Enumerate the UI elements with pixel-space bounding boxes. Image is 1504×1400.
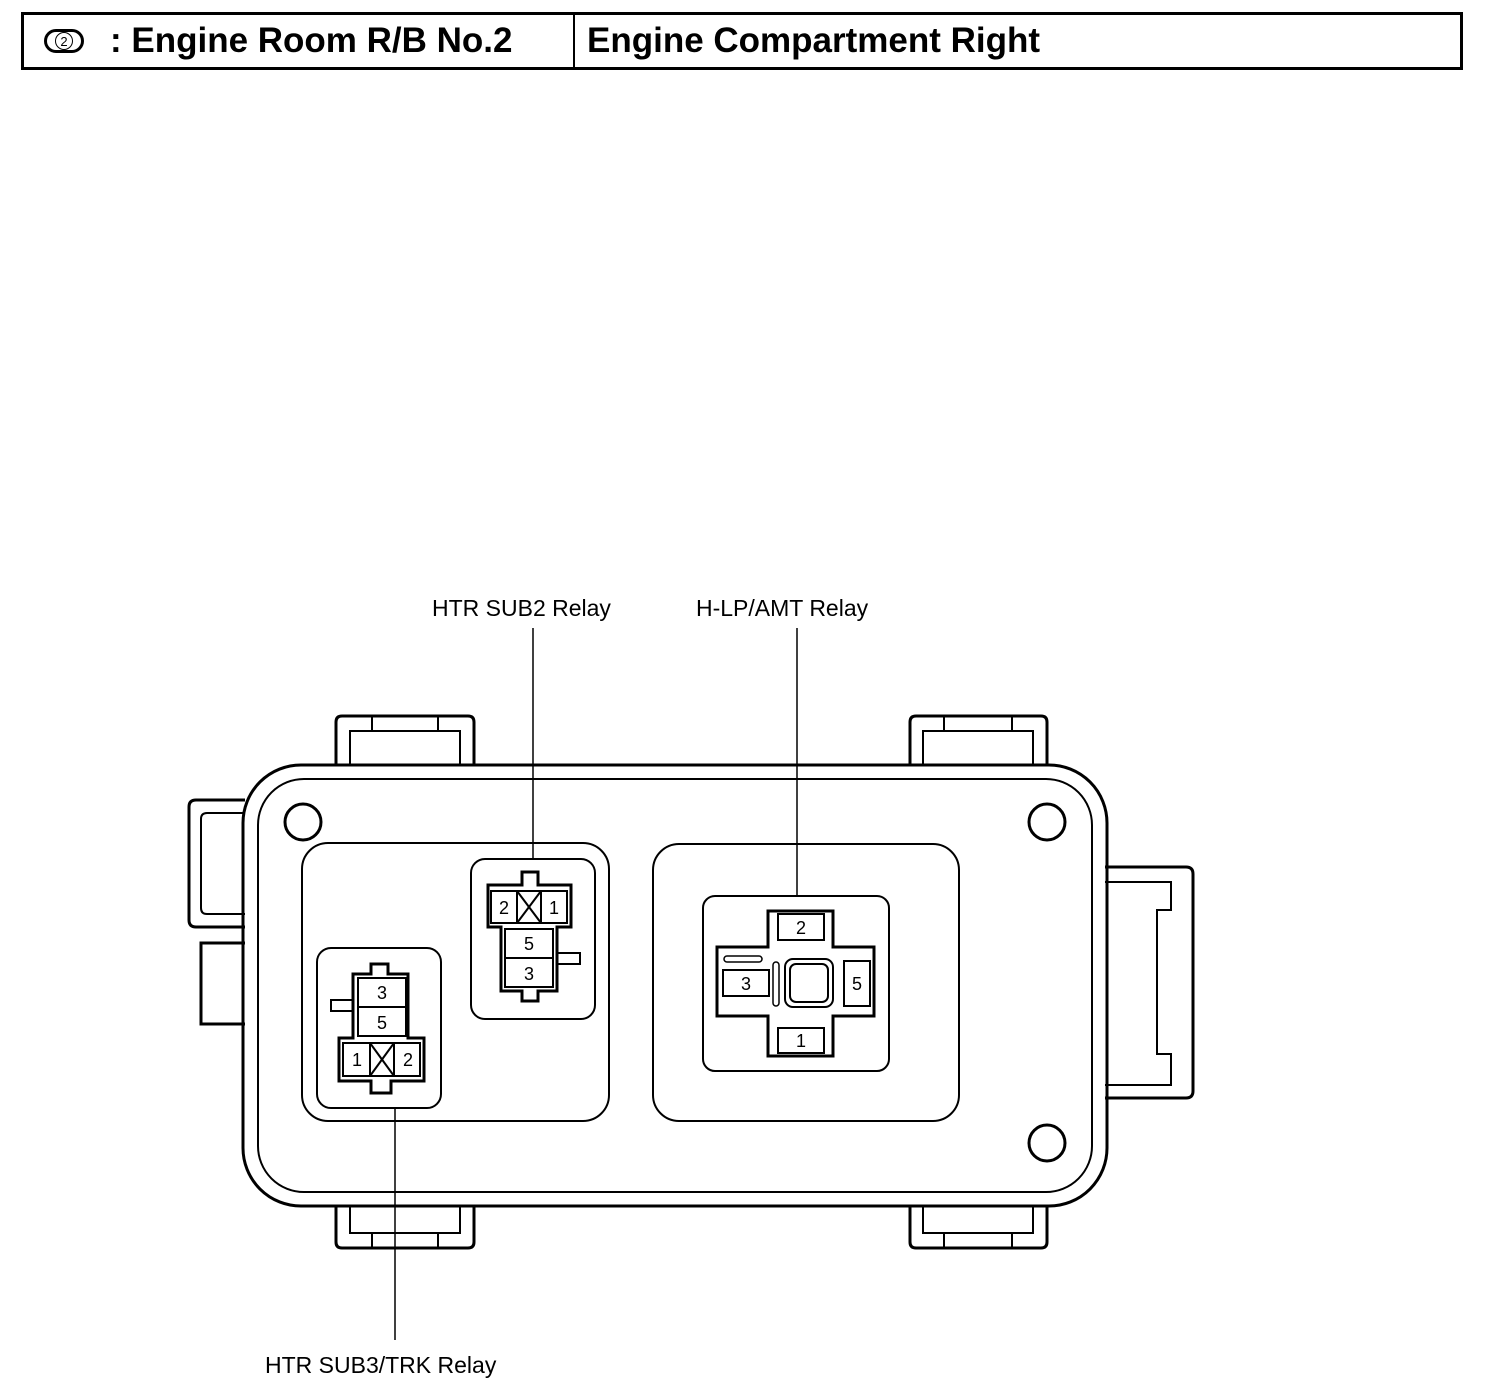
htr-sub2-relay-label: HTR SUB2 Relay [432,595,611,621]
pin-number: 1 [352,1050,362,1070]
pin-number: 2 [499,898,509,918]
pin-number: 5 [377,1013,387,1033]
mounting-hole [1027,1123,1067,1163]
connector-number-badge: 2 [44,29,84,53]
side-latch-right [1105,865,1195,1100]
htr-sub2-connector-outline [486,870,573,1003]
header-location-cell: Engine Compartment Right [575,15,1460,67]
connector-number: 2 [55,32,73,50]
housing-inner [257,778,1093,1193]
empty-pin-cavity [369,1042,395,1077]
pin-number: 1 [549,898,559,918]
h-lp-amt-connector-outline [715,909,876,1058]
pin-number: 3 [524,964,534,984]
location-text: Engine Compartment Right [587,21,1041,60]
htr-sub3-connector-outline [337,962,426,1095]
leader-lines [394,628,798,1340]
mounting-hole [283,802,323,842]
pin-number: 3 [741,974,751,994]
mount-tab-bottom-right [908,1205,1049,1250]
htr-sub3-relay-socket [316,947,442,1109]
left-relay-compartment [301,842,610,1122]
empty-pin-cavity [516,890,542,924]
pin-number: 5 [524,934,534,954]
h-lp-amt-relay-label: H-LP/AMT Relay [696,595,869,621]
side-latch-left-upper [187,798,245,929]
pin-number: 3 [377,983,387,1003]
header-title-cell: 2 : Engine Room R/B No.2 [24,15,575,67]
pin-number: 1 [796,1031,806,1051]
mount-tab-bottom-left [334,1205,476,1250]
connector-header: 2 : Engine Room R/B No.2 Engine Compartm… [21,12,1463,70]
mounting-hole [1027,802,1067,842]
pin-number: 2 [403,1050,413,1070]
mount-tab-top-right [908,714,1049,765]
htr-sub3-trk-relay-label: HTR SUB3/TRK Relay [265,1352,497,1378]
relay-block-housing [187,714,1195,1250]
h-lp-amt-relay: 2 3 5 1 [702,895,890,1072]
h-lp-amt-relay-socket [702,895,890,1072]
side-latch-left-lower [199,941,245,1026]
pin-number: 5 [852,974,862,994]
pin-number: 2 [796,918,806,938]
right-relay-compartment [652,843,960,1122]
junction-block-title: : Engine Room R/B No.2 [110,21,513,60]
housing-outer [241,763,1109,1208]
mount-tab-top-left [334,714,476,765]
htr-sub3-trk-relay: 3 5 1 2 [316,947,442,1109]
htr-sub2-relay: 2 1 5 3 [470,858,596,1020]
